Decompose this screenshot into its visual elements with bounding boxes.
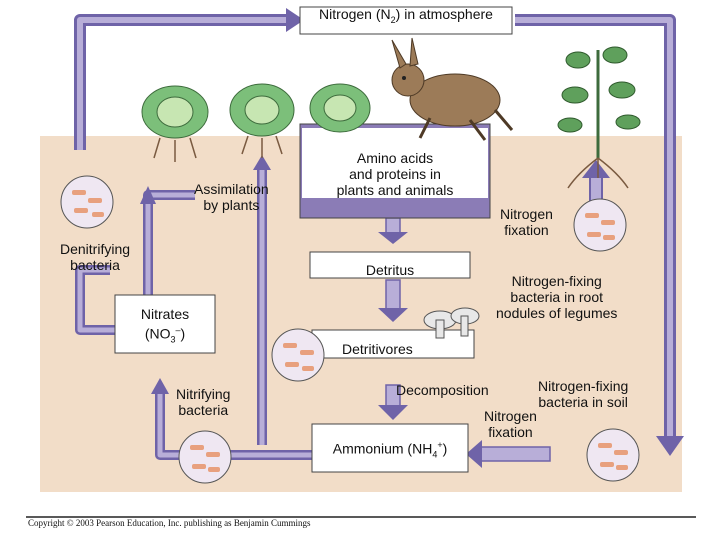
decomposition-label: Decomposition <box>396 382 489 398</box>
bacteria-cell-nodules <box>573 198 627 252</box>
arrowhead-to-atmosphere <box>286 8 304 32</box>
nitrogen-fixation-bottom-label: Nitrogen fixation <box>484 408 537 440</box>
bacteria-cell-nitrates <box>271 328 325 382</box>
atmosphere-label: Nitrogen (N2) in atmosphere <box>319 6 493 25</box>
legume-plant-illustration <box>557 46 641 189</box>
arrowhead-nodules <box>582 160 610 178</box>
copyright-text: Copyright © 2003 Pearson Education, Inc.… <box>28 518 311 528</box>
detritus-box <box>309 251 471 279</box>
detritivores-label: Detritivores <box>342 341 413 357</box>
bacteria-cell-denitrifying <box>60 175 114 229</box>
bacteria-cell-soil <box>586 428 640 482</box>
mushrooms-illustration <box>423 307 480 339</box>
nitrogen-fixation-top-label: Nitrogen fixation <box>500 206 553 238</box>
nitrates-label: Nitrates (NO3–) <box>140 306 190 345</box>
assimilation-label: Assimilation by plants <box>194 181 269 213</box>
ammonium-box <box>311 423 469 473</box>
rabbit-illustration <box>391 37 514 141</box>
denitrifying-bacteria-label: Denitrifying bacteria <box>60 241 131 273</box>
bacteria-cell-nitrifying <box>178 430 232 484</box>
atmosphere-box <box>299 6 513 35</box>
detritivores-box <box>311 329 475 359</box>
detritus-label: Detritus <box>365 262 415 278</box>
ammonium-label: Ammonium (NH4+) <box>332 440 448 460</box>
amino-acids-label: Amino acids and proteins in plants and a… <box>336 150 454 198</box>
nitrates-box <box>114 294 216 354</box>
cabbage-plants-illustration <box>141 83 371 162</box>
nodules-label: Nitrogen-fixing bacteria in root nodules… <box>496 273 618 321</box>
nitrifying-bacteria-label: Nitrifying bacteria <box>176 386 231 418</box>
soil-fixing-label: Nitrogen-fixing bacteria in soil <box>538 378 629 410</box>
